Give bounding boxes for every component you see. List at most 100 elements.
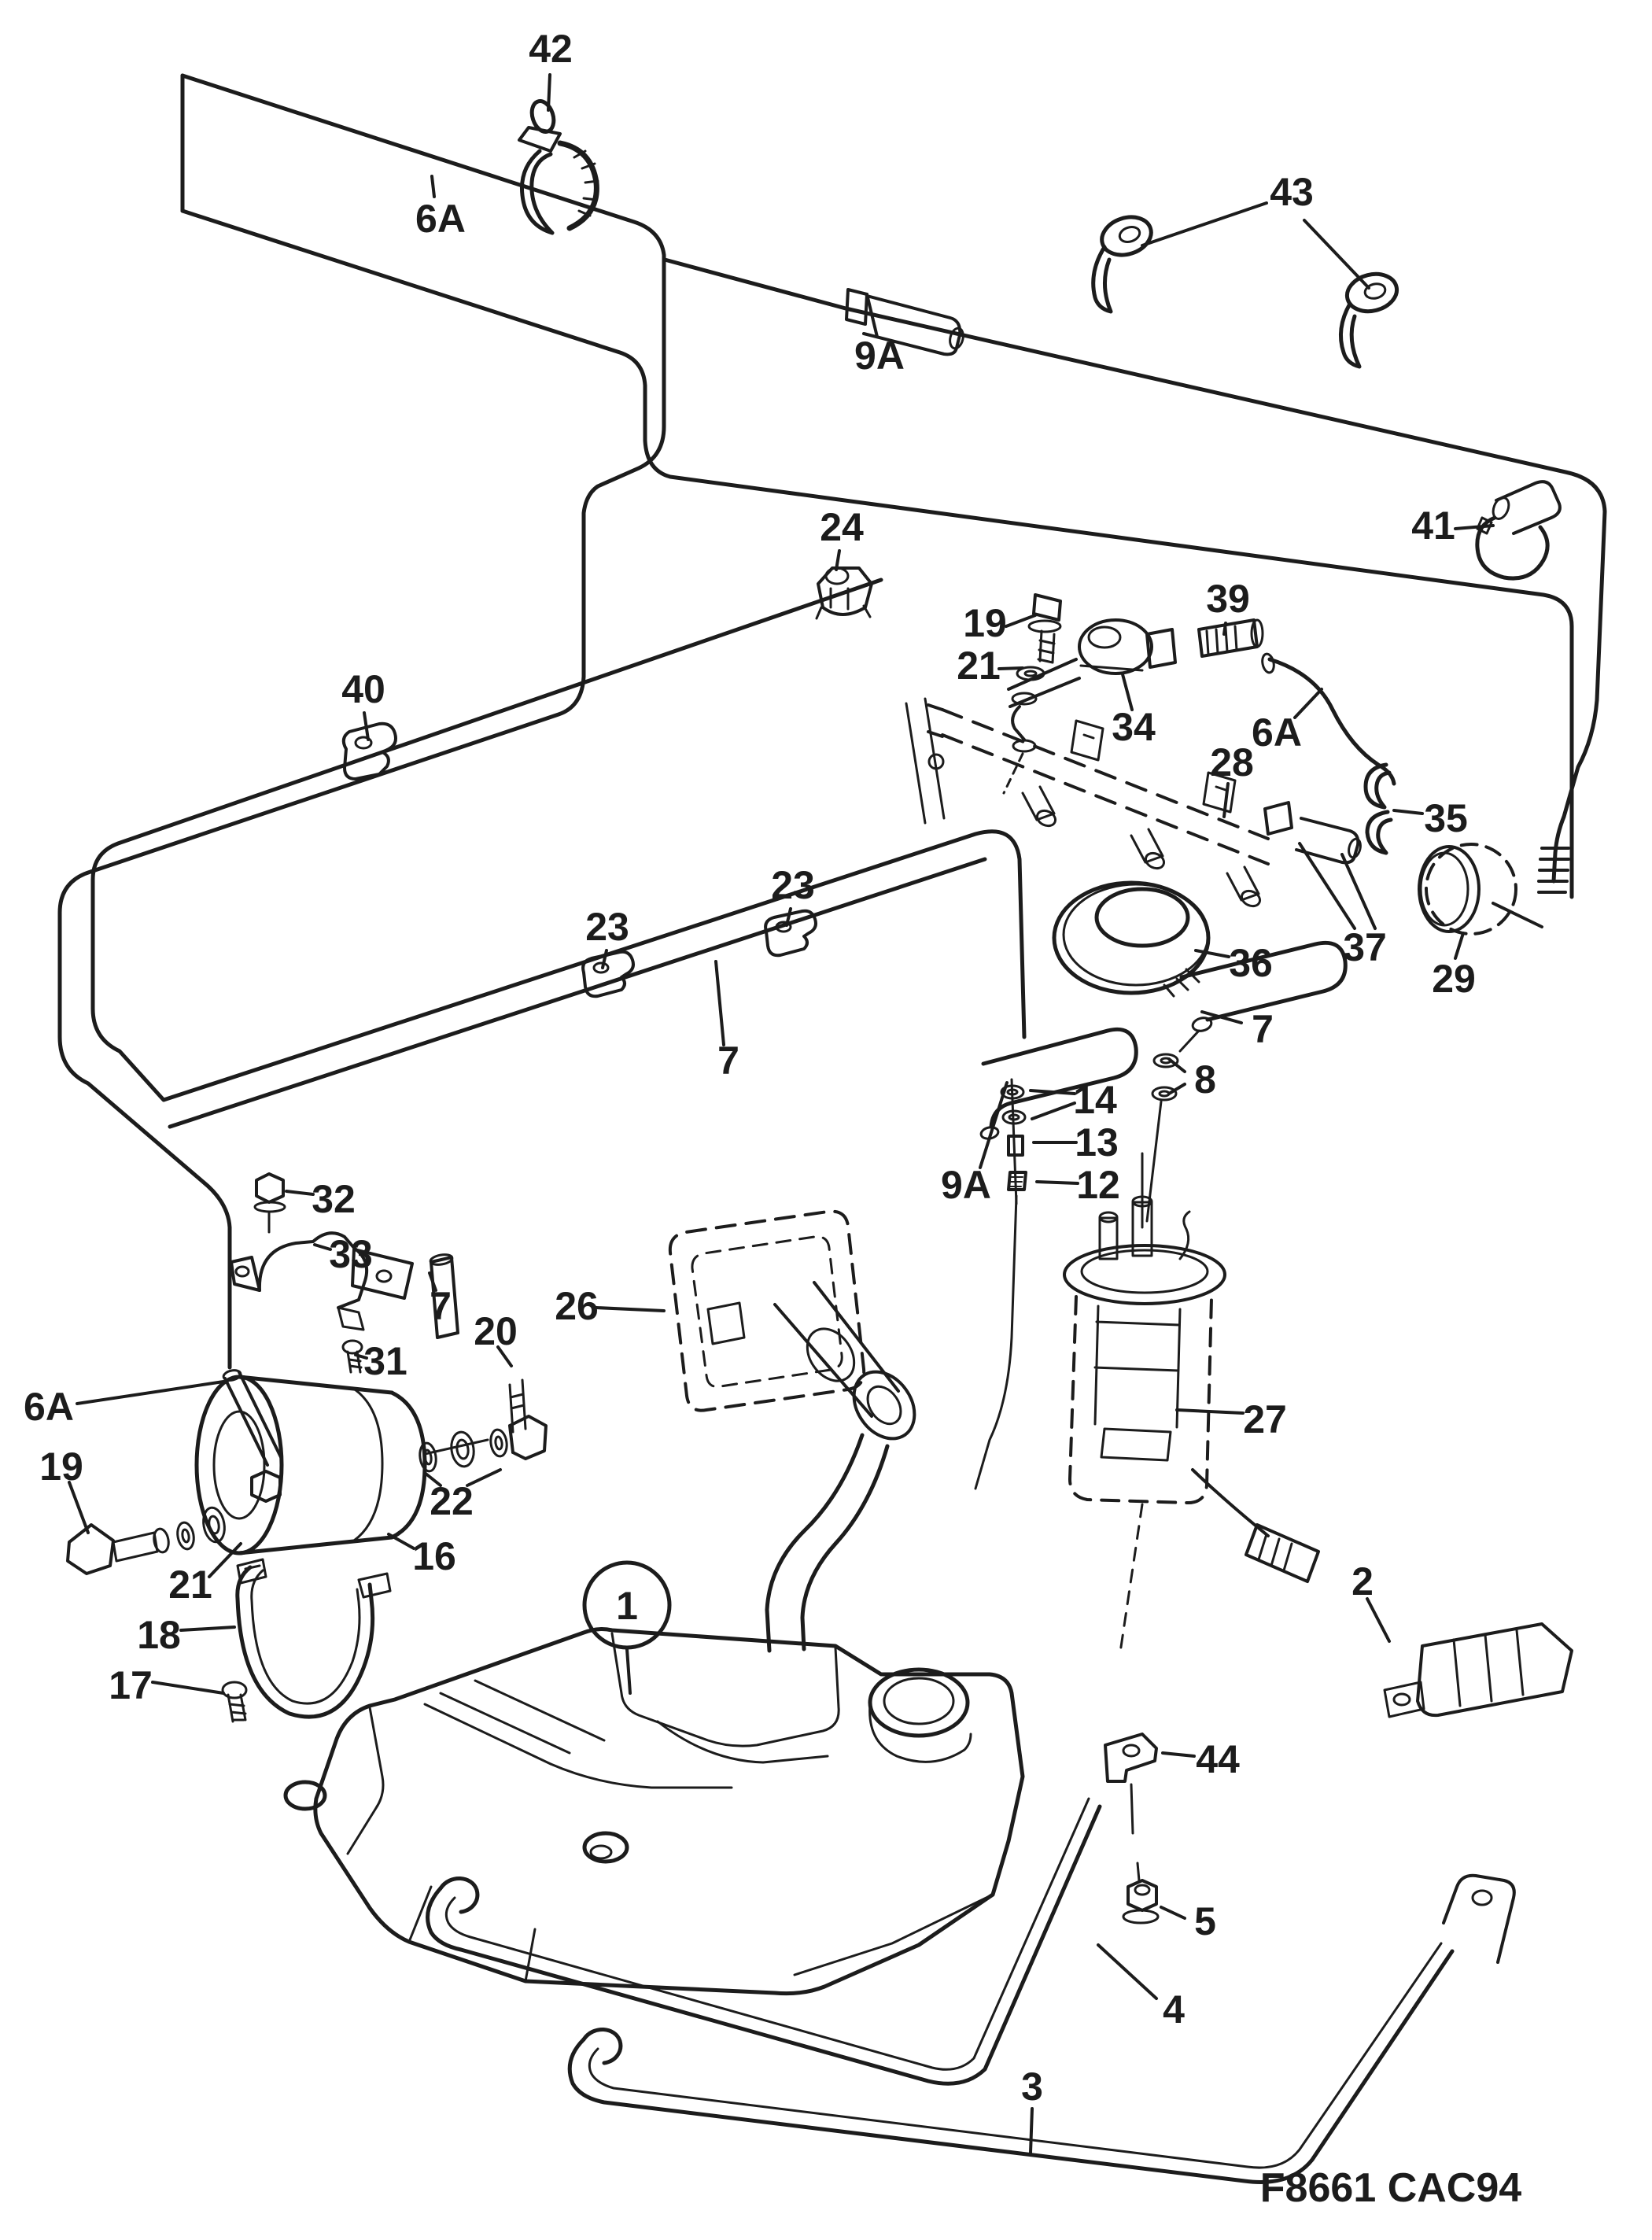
- callout-19-right-label: 19: [963, 601, 1007, 645]
- fuel-filter-16: [194, 1375, 427, 1555]
- callout-14-label: 14: [1073, 1078, 1117, 1122]
- callout-39: 39: [1206, 577, 1250, 636]
- callout-35-label: 35: [1424, 796, 1468, 840]
- callout-19-right: 19: [963, 601, 1037, 645]
- callout-27-label: 27: [1243, 1397, 1287, 1441]
- callout-12-leader: [1035, 1180, 1079, 1185]
- callout-7-left-label: 7: [430, 1284, 452, 1328]
- callout-9A-bottom-label: 9A: [941, 1163, 991, 1207]
- callout-18-label: 18: [137, 1613, 181, 1657]
- callout-3-leader: [1029, 2107, 1034, 2154]
- callout-42-label: 42: [529, 27, 573, 71]
- diagram-code-label: F8661 CAC94: [1260, 2165, 1521, 2211]
- callout-36-leader: [1194, 949, 1230, 958]
- callout-7-left-leader: [428, 1271, 437, 1292]
- callout-41: 41: [1411, 504, 1495, 548]
- washers-22-and-bolt-20: [419, 1378, 548, 1473]
- callout-17: 17: [109, 1663, 225, 1707]
- callout-16-leader: [387, 1533, 415, 1550]
- callout-1-label: 1: [616, 1584, 638, 1628]
- callout-7-mid-label: 7: [717, 1039, 739, 1083]
- callout-33: 33: [313, 1232, 373, 1276]
- callout-37-leader: [1298, 842, 1356, 930]
- fuel-pump-sender-27: [1063, 1152, 1320, 1654]
- callout-16-label: 16: [412, 1534, 456, 1578]
- callout-21-left-label: 21: [168, 1563, 212, 1607]
- callout-1: 1: [582, 1560, 672, 1695]
- callout-23-right-leader: [785, 907, 792, 927]
- screw-17: [221, 1681, 248, 1723]
- callout-3: 3: [1021, 2065, 1043, 2154]
- callout-23-left: 23: [585, 905, 629, 969]
- callout-31: 31: [354, 1339, 407, 1383]
- callout-43-leader: [1141, 201, 1268, 247]
- callout-19-left-leader: [68, 1481, 90, 1534]
- clip-23-right: [764, 909, 817, 958]
- callout-43-leader: [1303, 219, 1370, 290]
- callout-23-left-label: 23: [585, 905, 629, 949]
- callout-6A-top: 6A: [415, 175, 466, 241]
- callout-34-leader: [1121, 673, 1134, 711]
- callout-7-right: 7: [1200, 1007, 1274, 1051]
- fuel-tank-1: [283, 1627, 1025, 1996]
- callout-22-leader: [423, 1471, 442, 1487]
- ribbed-hose-end: [1537, 847, 1570, 894]
- clamp-strap-18: [235, 1558, 392, 1719]
- callout-36-label: 36: [1229, 941, 1273, 985]
- callout-40-label: 40: [341, 667, 385, 711]
- fuel-pipe-9a-run: [662, 257, 1607, 884]
- callout-4: 4: [1097, 1943, 1185, 2031]
- callout-18-leader: [179, 1626, 236, 1632]
- callout-29: 29: [1432, 932, 1476, 1001]
- hose-loop-7-right: [1178, 940, 1348, 1053]
- callout-22-leader: [466, 1468, 502, 1487]
- callout-7-right-leader: [1200, 1010, 1243, 1024]
- callout-1-leader: [625, 1648, 632, 1695]
- grommet-clip-24: [815, 566, 873, 620]
- callout-16: 16: [387, 1533, 456, 1578]
- callout-3-label: 3: [1021, 2065, 1043, 2109]
- callout-2-label: 2: [1351, 1559, 1374, 1603]
- callout-37: 37: [1298, 842, 1387, 969]
- callout-8-leader: [1167, 1083, 1186, 1095]
- pressure-regulator-34: [1007, 618, 1177, 708]
- callout-40-leader: [363, 711, 370, 741]
- callout-22-label: 22: [430, 1479, 474, 1523]
- washers-8: [1145, 1053, 1179, 1223]
- bracket-33: [230, 1231, 414, 1331]
- callout-40: 40: [341, 667, 385, 741]
- callout-41-leader: [1454, 524, 1495, 530]
- callout-43-label: 43: [1270, 170, 1314, 214]
- callout-26: 26: [555, 1284, 666, 1328]
- callout-19-left-label: 19: [39, 1445, 83, 1489]
- callout-9A-bottom: 9A: [941, 1081, 1009, 1207]
- callout-28-leader: [1222, 782, 1230, 818]
- callout-23-right: 23: [771, 863, 815, 927]
- nipple-39: [1197, 618, 1264, 658]
- bracket-2: [1383, 1622, 1573, 1718]
- callout-35-leader: [1392, 809, 1424, 815]
- callout-8-label: 8: [1194, 1057, 1216, 1102]
- callout-14: 14: [1029, 1078, 1117, 1122]
- callout-21-left-leader: [208, 1542, 242, 1578]
- hose-6a-left-stub: [222, 1369, 283, 1467]
- bolt-19-right: [1027, 593, 1062, 664]
- callout-24-label: 24: [820, 505, 864, 549]
- callout-2: 2: [1351, 1559, 1391, 1643]
- callout-27-leader: [1175, 1408, 1245, 1415]
- callout-24-leader: [835, 549, 841, 571]
- filler-assembly-26: [668, 1209, 916, 1653]
- callout-31-leader: [354, 1353, 368, 1360]
- callout-9A-top: 9A: [854, 293, 905, 378]
- fuel-rail-28: [905, 697, 1270, 908]
- washers-21-right: [1002, 666, 1045, 795]
- callout-39-label: 39: [1206, 577, 1250, 621]
- callout-23-left-leader: [601, 949, 608, 969]
- callout-43: 43: [1141, 170, 1370, 290]
- screw-31: [341, 1339, 363, 1374]
- callout-12-label: 12: [1076, 1163, 1120, 1207]
- callout-7-right-label: 7: [1252, 1007, 1274, 1051]
- callout-7-mid-leader: [714, 960, 725, 1046]
- hose-7-left: [429, 1253, 459, 1339]
